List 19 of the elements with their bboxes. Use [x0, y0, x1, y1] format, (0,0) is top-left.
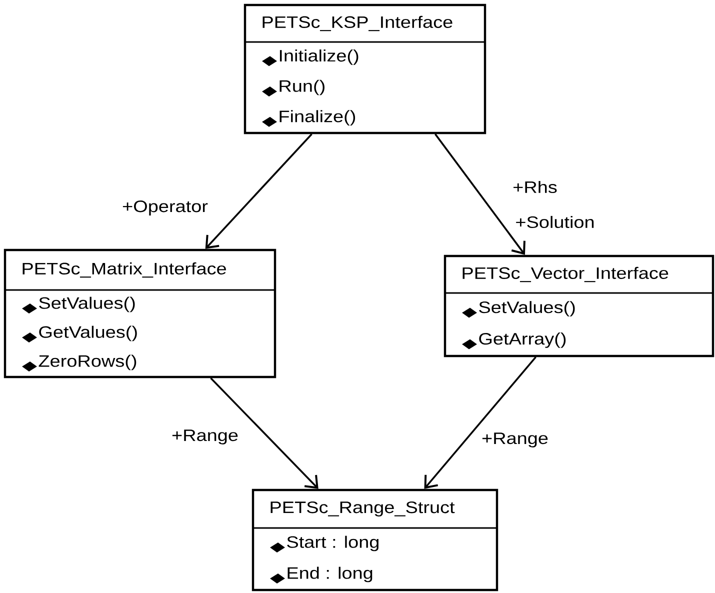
member-text: SetValues(): [39, 296, 135, 312]
association-arrow: [205, 133, 312, 249]
member-text: GetArray(): [479, 332, 566, 348]
edge-label: +Range: [170, 428, 240, 446]
edge-label: +Rhs: [512, 180, 558, 194]
member-text: Initialize(): [280, 49, 358, 65]
edge-label: +Operator: [121, 200, 209, 216]
member-text: ZeroRows(): [38, 354, 136, 370]
member-text: SetValues(): [479, 301, 575, 316]
member-text: End : long: [288, 566, 372, 582]
association-arrow: [210, 377, 318, 489]
role-label: +Solution: [514, 214, 596, 230]
member-text: Start : long: [287, 536, 378, 552]
member-text: GetValues(): [39, 326, 137, 342]
association-arrow: [424, 356, 536, 489]
member-text: Run(): [280, 80, 324, 96]
edge-label: +Range: [480, 432, 550, 448]
association-arrow: [434, 134, 526, 255]
member-text: Finalize(): [280, 110, 356, 126]
